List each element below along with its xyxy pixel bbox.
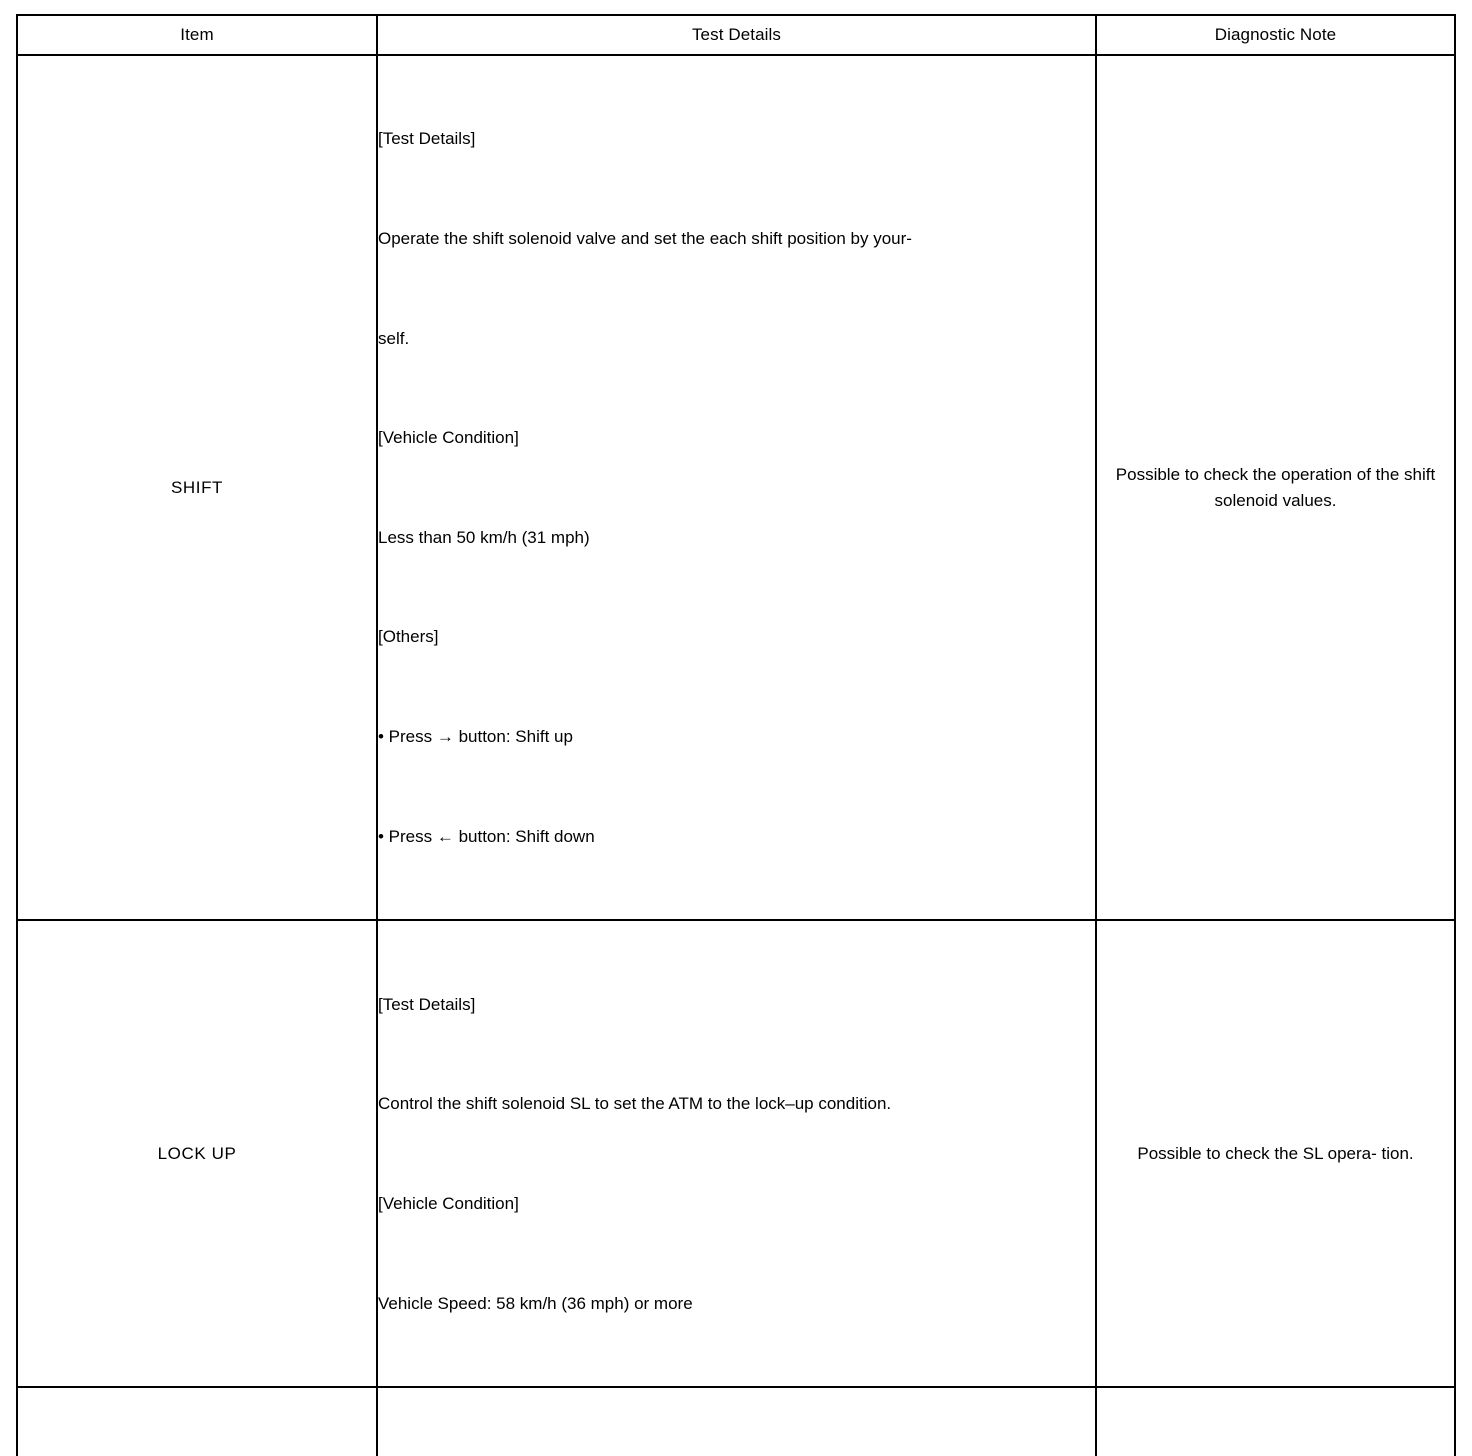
table-body: SHIFT [Test Details] Operate the shift s…: [16, 53, 1456, 1456]
cell-diagnostic-note-shift: Possible to check the operation of the s…: [1095, 53, 1456, 922]
detail-line: • Press → button: Shift up: [378, 727, 573, 747]
diagnostic-test-table: Item Test Details Diagnostic Note SHIFT …: [16, 14, 1456, 1456]
detail-line: [Test Details]: [378, 1455, 1095, 1456]
cell-item-lock-up: LOCK UP: [16, 919, 378, 1389]
document-page: Item Test Details Diagnostic Note SHIFT …: [16, 14, 1456, 1456]
table-row: LOCK UP [Test Details] Control the shift…: [16, 919, 1456, 1389]
cell-test-details-line-press-up: [Test Details] Operate the shift solenoi…: [376, 1386, 1097, 1456]
cell-item-line-press-up: LINE PRESS UP: [16, 1386, 378, 1456]
detail-line: [Vehicle Condition]: [378, 1193, 519, 1213]
detail-line: self.: [378, 328, 410, 348]
detail-line: [Others]: [378, 627, 439, 647]
cell-diagnostic-note-line-press-up: –: [1095, 1386, 1456, 1456]
detail-line: Less than 50 km/h (31 mph): [378, 527, 590, 547]
detail-line: • Press ← button: Shift down: [378, 826, 595, 846]
cell-test-details-shift: [Test Details] Operate the shift solenoi…: [376, 53, 1097, 922]
table-header: Item Test Details Diagnostic Note: [16, 14, 1456, 56]
table-row: LINE PRESS UP [Test Details] Operate the…: [16, 1386, 1456, 1456]
detail-line: Operate the shift solenoid valve and set…: [378, 229, 912, 249]
detail-line: [Test Details]: [378, 994, 476, 1014]
detail-line: [Vehicle Condition]: [378, 428, 519, 448]
cell-test-details-lock-up: [Test Details] Control the shift solenoi…: [376, 919, 1097, 1389]
cell-item-shift: SHIFT: [16, 53, 378, 922]
column-header-diagnostic-note: Diagnostic Note: [1095, 14, 1456, 56]
detail-line: [Test Details]: [378, 129, 476, 149]
cell-diagnostic-note-lock-up: Possible to check the SL opera- tion.: [1095, 919, 1456, 1389]
table-header-row: Item Test Details Diagnostic Note: [16, 14, 1456, 56]
detail-line-list: [Test Details] Operate the shift solenoi…: [378, 1388, 1095, 1456]
detail-line: Control the shift solenoid SL to set the…: [378, 1094, 892, 1114]
table-row: SHIFT [Test Details] Operate the shift s…: [16, 53, 1456, 922]
column-header-item: Item: [16, 14, 378, 56]
detail-line-list: [Test Details] Control the shift solenoi…: [378, 921, 1095, 1386]
detail-line: Vehicle Speed: 58 km/h (36 mph) or more: [378, 1293, 693, 1313]
detail-line-list: [Test Details] Operate the shift solenoi…: [378, 56, 1095, 919]
column-header-test-details: Test Details: [376, 14, 1097, 56]
